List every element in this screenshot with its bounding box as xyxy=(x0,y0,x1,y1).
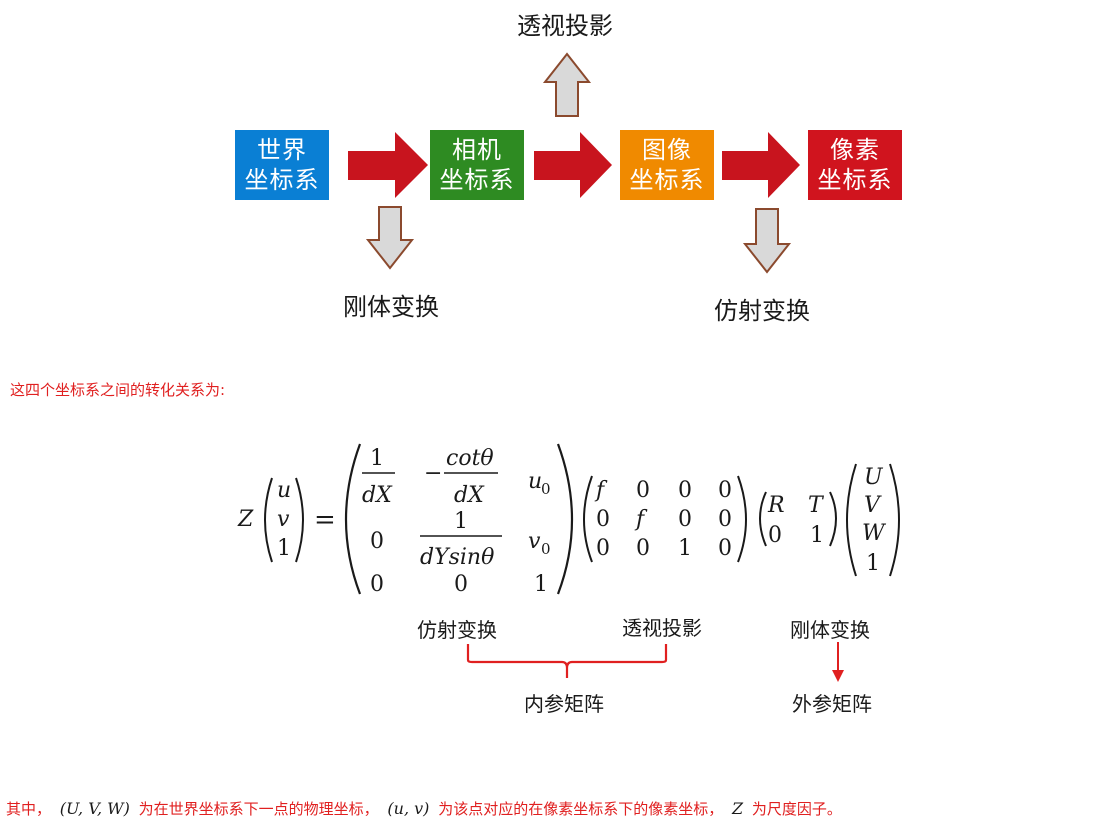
box-camera-line2: 坐标系 xyxy=(439,166,515,194)
eq-P34: 0 xyxy=(718,536,732,561)
eq-K23-sub: 0 xyxy=(541,540,551,558)
eq-P-paren-right xyxy=(737,475,747,563)
eq-lhs-paren-right xyxy=(295,477,304,563)
box-world-line1: 世界 xyxy=(257,136,307,164)
eq-K32: 0 xyxy=(454,572,468,597)
box-image-line2: 坐标系 xyxy=(629,166,705,194)
arrow-up-perspective xyxy=(542,52,592,117)
annotation-intrinsic: 内参矩阵 xyxy=(524,692,604,716)
eq-RT-0: 0 xyxy=(768,523,782,548)
eq-RT-paren-right xyxy=(829,491,837,547)
label-perspective-projection: 透视投影 xyxy=(517,12,613,40)
annotation-marks xyxy=(466,642,844,682)
eq-RT-R: R xyxy=(767,493,785,518)
eq-lhs-v: v xyxy=(277,507,290,532)
eq-K21: 0 xyxy=(370,529,384,554)
footer-math-Z: Z xyxy=(732,799,744,818)
eq-world-paren-right xyxy=(889,463,900,577)
diagram-arrows xyxy=(348,52,800,274)
intrinsic-brace xyxy=(466,644,668,678)
eq-K11-num: 1 xyxy=(370,446,384,471)
footer-math-UVW: (U, V, W) xyxy=(59,799,130,818)
footer-text: 其中， (U, V, W) 为在世界坐标系下一点的物理坐标， (u, v) 为该… xyxy=(6,798,842,819)
arrow-image-to-pixel xyxy=(722,132,800,198)
eq-K23-v: v xyxy=(528,529,541,554)
eq-K33: 1 xyxy=(534,572,548,597)
eq-P32: 0 xyxy=(636,536,650,561)
eq-P21: 0 xyxy=(596,507,610,532)
extrinsic-arrow-head xyxy=(832,670,844,682)
eq-P11: f xyxy=(594,478,608,503)
label-affine-transform: 仿射变换 xyxy=(714,297,810,325)
eq-scale-Z: Z xyxy=(237,507,254,532)
box-world-line2: 坐标系 xyxy=(244,166,320,194)
annotation-rigid: 刚体变换 xyxy=(790,618,870,642)
box-camera-coords: 相机 坐标系 xyxy=(430,130,524,200)
box-world-coords: 世界 坐标系 xyxy=(235,130,329,200)
eq-K12-num: cotθ xyxy=(446,446,494,471)
eq-K12-minus: − xyxy=(424,461,442,486)
eq-K13-u: u xyxy=(528,469,542,494)
box-camera-line1: 相机 xyxy=(452,136,502,164)
intro-text: 这四个坐标系之间的转化关系为: xyxy=(10,381,226,399)
box-pixel-coords: 像素 坐标系 xyxy=(808,130,902,200)
eq-P12: 0 xyxy=(636,478,650,503)
eq-lhs-1: 1 xyxy=(277,536,291,561)
eq-lhs-paren-left xyxy=(264,477,273,563)
eq-K11-den: dX xyxy=(362,483,393,508)
eq-world-paren-left xyxy=(846,463,857,577)
eq-world-1: 1 xyxy=(866,551,880,576)
annotation-affine: 仿射变换 xyxy=(417,618,497,642)
footer-math-uv: (u, v) xyxy=(387,799,430,818)
eq-P23: 0 xyxy=(678,507,692,532)
eq-world-W: W xyxy=(862,521,887,546)
eq-equals: = xyxy=(314,505,336,535)
eq-K13-sub: 0 xyxy=(541,480,551,498)
projection-equation: Z u v 1 = 1 dX − cotθ dX u 0 0 1 dYsinθ … xyxy=(237,443,900,597)
eq-K22-den: dYsinθ xyxy=(420,545,494,570)
eq-P-paren-left xyxy=(583,475,593,563)
arrow-world-to-camera xyxy=(348,132,428,198)
footer-part2: 为在世界坐标系下一点的物理坐标， xyxy=(138,800,379,818)
footer-part1: 其中， xyxy=(6,800,52,818)
eq-P31: 0 xyxy=(596,536,610,561)
eq-RT-paren-left xyxy=(759,491,767,547)
eq-P22: f xyxy=(634,507,648,532)
eq-P13: 0 xyxy=(678,478,692,503)
eq-lhs-u: u xyxy=(277,478,291,503)
eq-K-paren-right xyxy=(556,443,574,595)
box-pixel-line2: 坐标系 xyxy=(817,166,893,194)
eq-K-paren-left xyxy=(344,443,362,595)
box-image-line1: 图像 xyxy=(642,136,692,164)
eq-K12-den: dX xyxy=(454,483,485,508)
footer-part4: 为尺度因子。 xyxy=(751,800,842,818)
arrow-down-rigid xyxy=(365,206,415,270)
box-image-coords: 图像 坐标系 xyxy=(620,130,714,200)
footer-part3: 为该点对应的在像素坐标系下的像素坐标， xyxy=(438,800,724,818)
arrow-down-affine xyxy=(742,208,792,274)
eq-P24: 0 xyxy=(718,507,732,532)
annotation-extrinsic: 外参矩阵 xyxy=(792,692,872,716)
box-pixel-line1: 像素 xyxy=(830,136,880,164)
eq-RT-T: T xyxy=(808,493,825,518)
eq-P33: 1 xyxy=(678,536,692,561)
annotation-perspective: 透视投影 xyxy=(622,616,702,640)
label-rigid-transform: 刚体变换 xyxy=(343,293,439,321)
eq-world-U: U xyxy=(864,465,884,490)
arrow-camera-to-image xyxy=(534,132,612,198)
eq-world-V: V xyxy=(864,493,882,518)
eq-K22-num: 1 xyxy=(454,509,468,534)
eq-P14: 0 xyxy=(718,478,732,503)
eq-K31: 0 xyxy=(370,572,384,597)
eq-RT-1: 1 xyxy=(810,523,824,548)
